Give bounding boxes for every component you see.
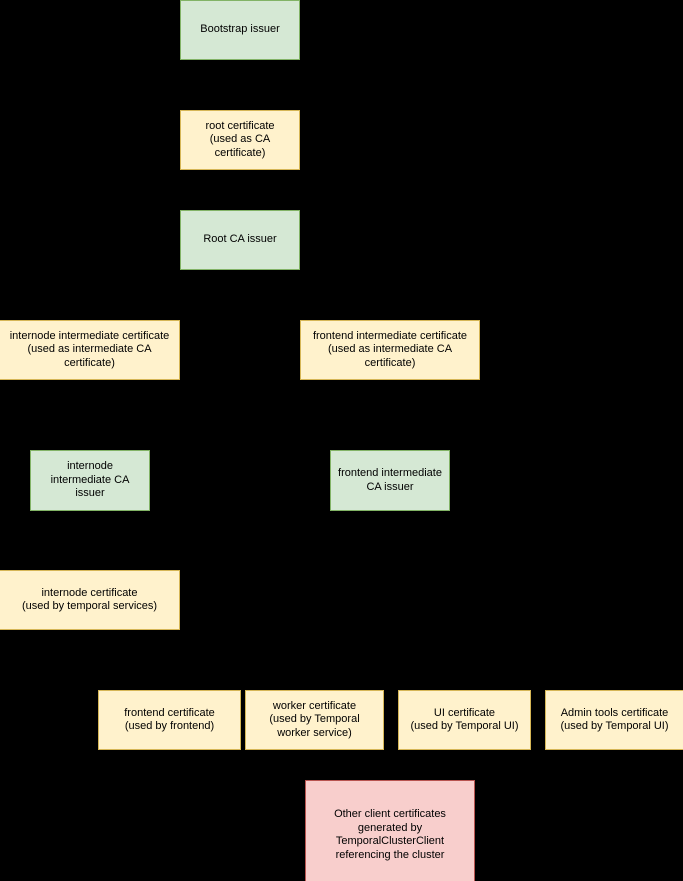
edge-root-ca-issuer-to-internode-intermediate-certificate-seg2 xyxy=(90,295,240,296)
edge-root-ca-issuer-to-frontend-intermediate-certificate-seg2 xyxy=(240,295,390,296)
node-bootstrap-issuer[interactable]: Bootstrap issuer xyxy=(180,0,300,60)
edge-root-ca-issuer-to-frontend-intermediate-certificate-seg1 xyxy=(240,270,241,295)
edge-frontend-intermediate-ca-issuer-to-admin-tools-certificate-arrowhead xyxy=(612,685,618,690)
edge-frontend-intermediate-ca-issuer-to-frontend-certificate-arrowhead xyxy=(167,685,173,690)
node-ui-certificate[interactable]: UI certificate (used by Temporal UI) xyxy=(398,690,531,750)
edge-root-ca-issuer-to-internode-intermediate-certificate-seg3 xyxy=(90,295,91,320)
node-label: frontend intermediate certificate (used … xyxy=(312,329,468,369)
node-label: Bootstrap issuer xyxy=(200,23,280,36)
node-admin-tools-certificate[interactable]: Admin tools certificate (used by Tempora… xyxy=(545,690,683,750)
edge-frontend-intermediate-ca-issuer-to-other-client-certificates xyxy=(390,511,391,780)
node-label: frontend intermediate CA issuer xyxy=(338,467,442,493)
node-label: internode intermediate CA issuer xyxy=(50,460,130,500)
edge-internode-intermediate-ca-issuer-to-internode-certificate-arrowhead xyxy=(87,565,93,570)
node-label: Admin tools certificate (used by Tempora… xyxy=(560,706,669,733)
node-frontend-certificate[interactable]: frontend certificate (used by frontend) xyxy=(98,690,241,750)
node-root-ca-issuer[interactable]: Root CA issuer xyxy=(180,210,300,270)
edge-frontend-intermediate-ca-issuer-to-worker-certificate-seg2 xyxy=(315,601,390,602)
edge-frontend-intermediate-ca-issuer-to-frontend-certificate-seg2 xyxy=(170,601,390,602)
edge-frontend-intermediate-certificate-to-frontend-intermediate-ca-issuer-arrowhead xyxy=(387,445,393,450)
node-internode-intermediate-ca-issuer[interactable]: internode intermediate CA issuer xyxy=(30,450,150,511)
edge-root-certificate-to-root-ca-issuer xyxy=(240,170,241,210)
edge-frontend-intermediate-ca-issuer-to-admin-tools-certificate-seg2 xyxy=(390,601,615,602)
edge-internode-intermediate-ca-issuer-to-internode-certificate xyxy=(90,511,91,570)
node-label: frontend certificate (used by frontend) xyxy=(124,706,215,733)
edge-frontend-intermediate-ca-issuer-to-ui-certificate-seg3 xyxy=(465,601,466,690)
node-label: Other client certificates generated by T… xyxy=(334,808,446,861)
node-frontend-intermediate-certificate[interactable]: frontend intermediate certificate (used … xyxy=(300,320,480,380)
edge-root-ca-issuer-to-internode-intermediate-certificate-arrowhead xyxy=(87,315,93,320)
edge-frontend-intermediate-ca-issuer-to-ui-certificate-arrowhead xyxy=(462,685,468,690)
edge-internode-intermediate-certificate-to-internode-intermediate-ca-issuer xyxy=(90,380,91,450)
edge-frontend-intermediate-ca-issuer-to-worker-certificate-arrowhead xyxy=(312,685,318,690)
edge-bootstrap-issuer-to-root-certificate-arrowhead xyxy=(237,105,243,110)
node-label: UI certificate (used by Temporal UI) xyxy=(410,706,519,733)
node-label: Root CA issuer xyxy=(203,233,277,246)
edge-frontend-intermediate-certificate-to-frontend-intermediate-ca-issuer xyxy=(390,380,391,450)
node-label: worker certificate (used by Temporal wor… xyxy=(269,699,360,739)
node-other-client-certificates[interactable]: Other client certificates generated by T… xyxy=(305,780,475,881)
edge-internode-intermediate-certificate-to-internode-intermediate-ca-issuer-arrowhead xyxy=(87,445,93,450)
node-root-certificate[interactable]: root certificate (used as CA certificate… xyxy=(180,110,300,170)
edge-frontend-intermediate-ca-issuer-to-admin-tools-certificate-seg3 xyxy=(615,601,616,690)
edge-root-certificate-to-root-ca-issuer-arrowhead xyxy=(237,205,243,210)
edge-root-ca-issuer-to-frontend-intermediate-certificate-arrowhead xyxy=(387,315,393,320)
edge-frontend-intermediate-ca-issuer-to-frontend-certificate-seg3 xyxy=(170,601,171,690)
node-label: root certificate (used as CA certificate… xyxy=(205,119,275,159)
edge-bootstrap-issuer-to-root-certificate xyxy=(240,60,241,110)
node-frontend-intermediate-ca-issuer[interactable]: frontend intermediate CA issuer xyxy=(330,450,450,511)
edge-root-ca-issuer-to-frontend-intermediate-certificate-seg3 xyxy=(390,295,391,320)
node-internode-intermediate-certificate[interactable]: internode intermediate certificate (used… xyxy=(0,320,180,380)
node-internode-certificate[interactable]: internode certificate (used by temporal … xyxy=(0,570,180,630)
edge-frontend-intermediate-ca-issuer-to-worker-certificate-seg3 xyxy=(315,601,316,690)
node-label: internode certificate (used by temporal … xyxy=(21,586,158,613)
node-label: internode intermediate certificate (used… xyxy=(9,329,170,369)
edge-frontend-intermediate-ca-issuer-to-other-client-certificates-arrowhead xyxy=(387,775,393,780)
node-worker-certificate[interactable]: worker certificate (used by Temporal wor… xyxy=(245,690,384,750)
